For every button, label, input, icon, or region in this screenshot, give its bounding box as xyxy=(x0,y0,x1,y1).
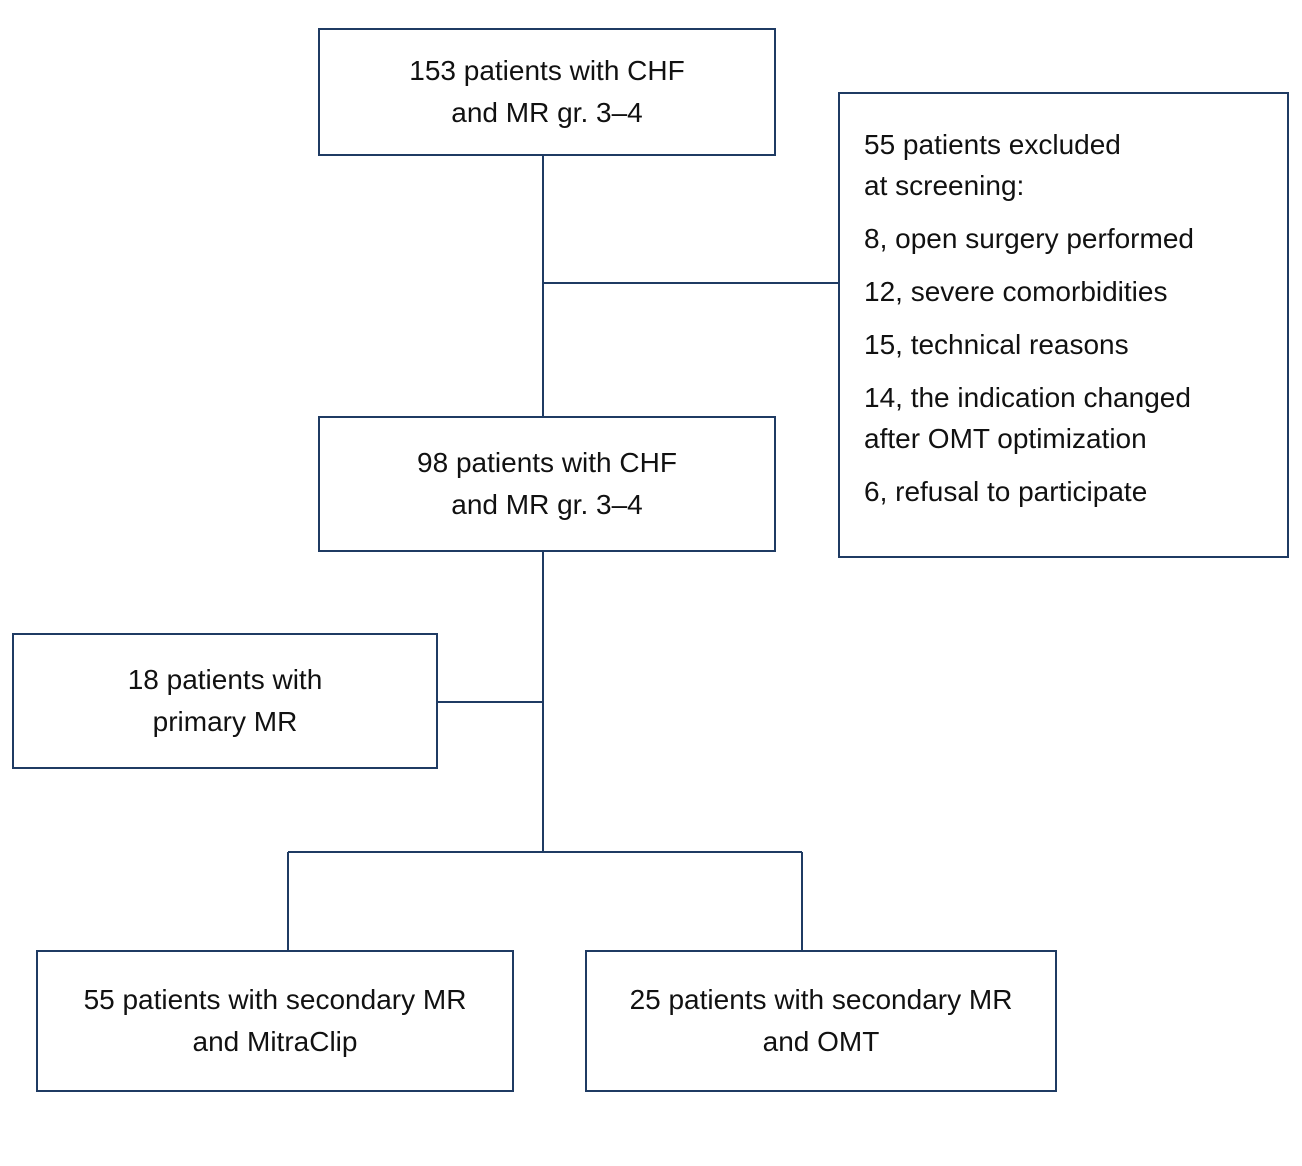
included-patients-box: 98 patients with CHF and MR gr. 3–4 xyxy=(318,416,776,552)
excluded-heading-line: 55 patients excluded xyxy=(864,129,1121,160)
box-text-line: and OMT xyxy=(762,1026,880,1057)
exclusion-reason: 8, open surgery performed xyxy=(864,223,1194,254)
box-text-line: primary MR xyxy=(152,706,298,737)
box-text-line: and MR gr. 3–4 xyxy=(451,97,643,128)
mitraclip-group-box: 55 patients with secondary MR and MitraC… xyxy=(36,950,514,1092)
box-text-line: 18 patients with xyxy=(127,664,323,695)
exclusion-reason: 15, technical reasons xyxy=(864,329,1129,360)
exclusion-reason: 6, refusal to participate xyxy=(864,476,1148,507)
box-text-line: 25 patients with secondary MR xyxy=(629,984,1013,1015)
box-text-line: 55 patients with secondary MR xyxy=(83,984,467,1015)
box-text-line: 98 patients with CHF xyxy=(417,447,677,478)
primary-mr-box: 18 patients with primary MR xyxy=(12,633,438,769)
box-text-line: and MR gr. 3–4 xyxy=(451,489,643,520)
excluded-heading-line: at screening: xyxy=(864,170,1025,201)
screened-patients-box: 153 patients with CHF and MR gr. 3–4 xyxy=(318,28,776,156)
exclusion-reason: 12, severe comorbidities xyxy=(864,276,1168,307)
box-text-line: 153 patients with CHF xyxy=(409,55,685,86)
exclusion-reason: 14, the indication changed xyxy=(864,382,1191,413)
exclusion-reason-continued: after OMT optimization xyxy=(864,423,1147,454)
box-text-line: and MitraClip xyxy=(192,1026,358,1057)
omt-group-box: 25 patients with secondary MR and OMT xyxy=(585,950,1057,1092)
excluded-patients-box: 55 patients excluded at screening: 8, op… xyxy=(838,92,1289,558)
